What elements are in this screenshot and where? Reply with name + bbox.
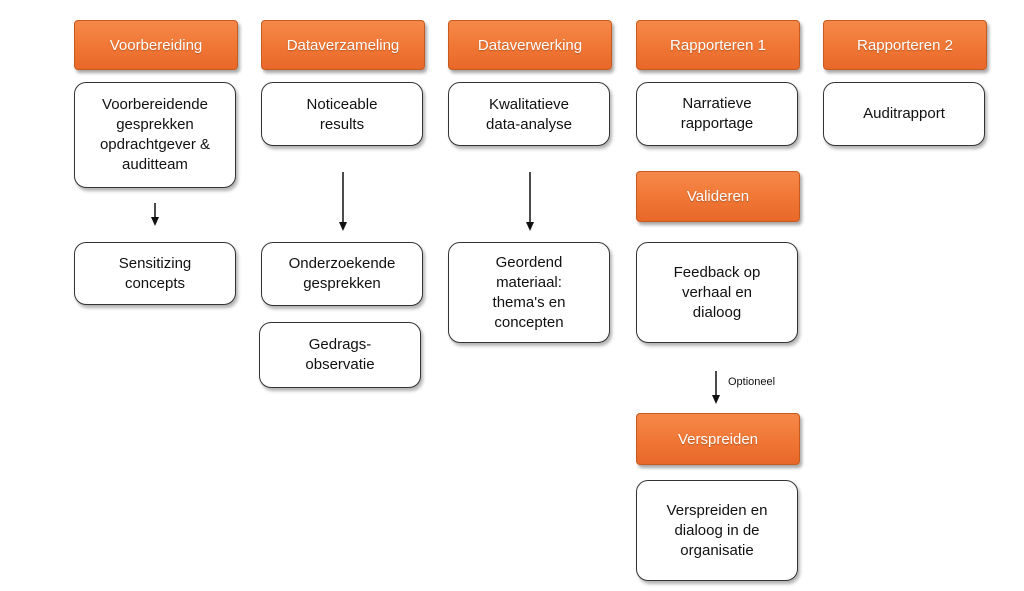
header-rapporteren-1: Rapporteren 1 (636, 20, 800, 70)
box-sensitizing-concepts: Sensitizing concepts (74, 242, 236, 305)
header-rapporteren-2: Rapporteren 2 (823, 20, 987, 70)
header-dataverzameling: Dataverzameling (261, 20, 425, 70)
header-dataverwerking: Dataverwerking (448, 20, 612, 70)
header-valideren: Valideren (636, 171, 800, 222)
box-onderzoekende-gesprekken: Onderzoekende gesprekken (261, 242, 423, 306)
box-geordend-materiaal: Geordend materiaal: thema's en concepten (448, 242, 610, 343)
arrow-dataverwerking (526, 172, 534, 231)
box-verspreiden-dialoog: Verspreiden en dialoog in de organisatie (636, 480, 798, 581)
box-noticeable-results: Noticeable results (261, 82, 423, 146)
arrow-voorbereiding (151, 203, 159, 226)
box-feedback: Feedback op verhaal en dialoog (636, 242, 798, 343)
arrow-optioneel (712, 371, 720, 404)
arrow-dataverzameling (339, 172, 347, 231)
box-gedrags-observatie: Gedrags- observatie (259, 322, 421, 388)
label-optioneel: Optioneel (728, 376, 776, 388)
header-voorbereiding: Voorbereiding (74, 20, 238, 70)
box-voorbereidende-gesprekken: Voorbereidende gesprekken opdrachtgever … (74, 82, 236, 188)
box-narratieve-rapportage: Narratieve rapportage (636, 82, 798, 146)
box-kwalitatieve-data-analyse: Kwalitatieve data-analyse (448, 82, 610, 146)
box-auditrapport: Auditrapport (823, 82, 985, 146)
header-verspreiden: Verspreiden (636, 413, 800, 465)
